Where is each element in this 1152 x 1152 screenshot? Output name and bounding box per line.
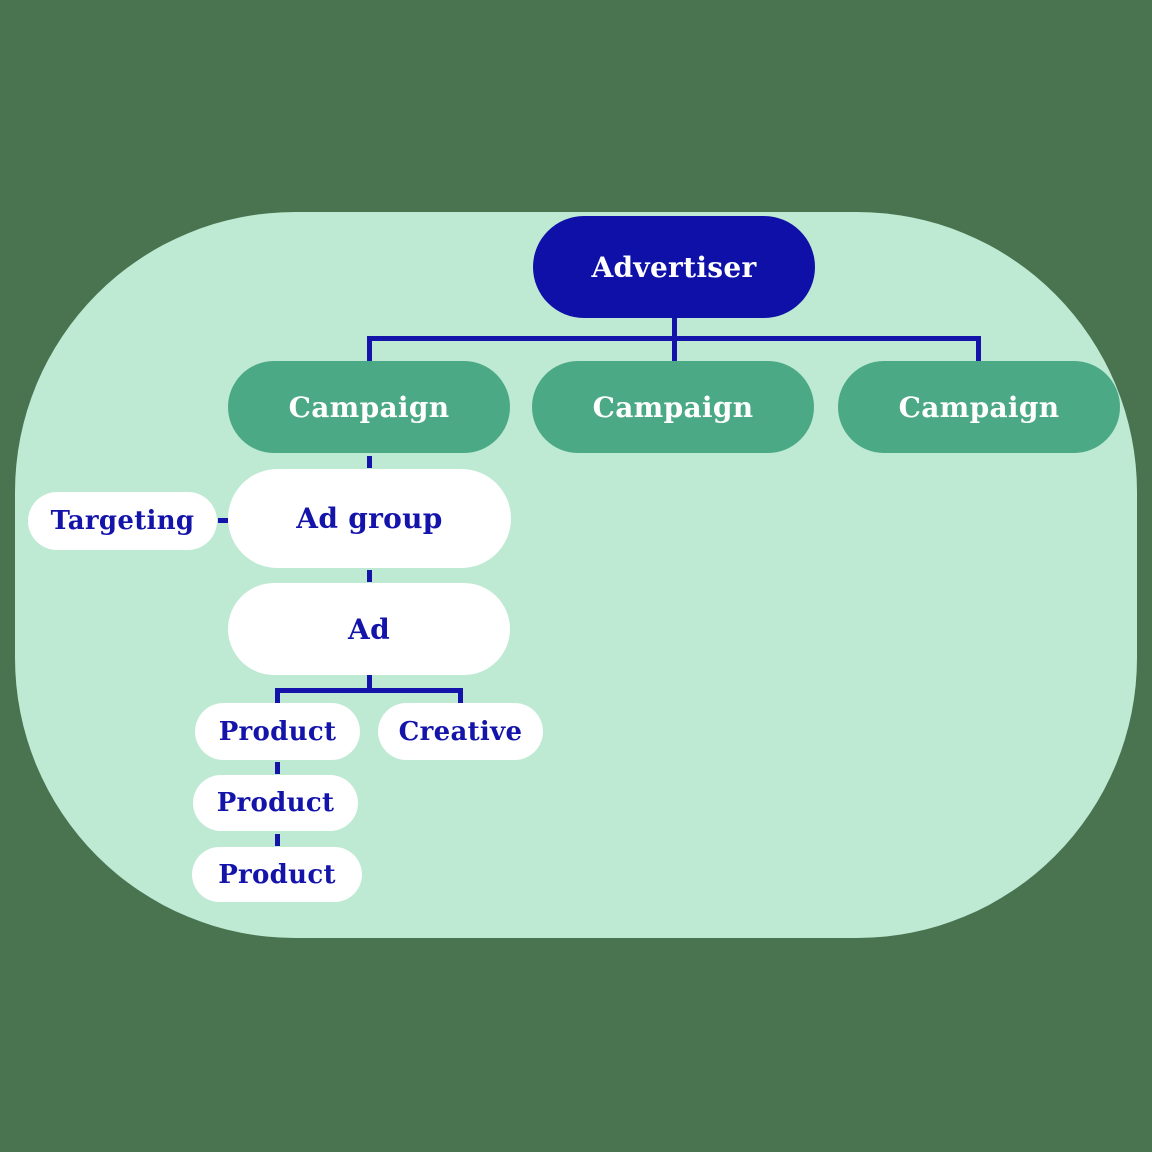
connector-drop-campaign-3 [976,336,981,362]
node-targeting: Targeting [28,492,217,550]
connector-product2-product3 [275,834,280,846]
connector-product1-product2 [275,762,280,774]
connector-drop-product [275,688,280,703]
connector-campaign-adgroup [367,456,372,468]
node-campaign-2: Campaign [532,361,814,453]
node-ad-group: Ad group [228,469,511,568]
connector-targeting-adgroup [218,518,228,523]
connector-ad-children-bar [275,688,463,693]
connector-drop-campaign-2 [672,336,677,362]
connector-adgroup-ad [367,570,372,582]
node-product-3: Product [192,847,362,902]
connector-drop-campaign-1 [367,336,372,362]
node-advertiser: Advertiser [533,216,815,318]
node-ad: Ad [228,583,510,675]
connector-drop-creative [458,688,463,703]
diagram-panel [15,212,1137,938]
node-product-2: Product [193,775,358,831]
node-creative: Creative [378,703,543,760]
connector-ad-stem [367,674,372,693]
connector-advertiser-stem [672,315,677,341]
node-campaign-1: Campaign [228,361,510,453]
node-campaign-3: Campaign [838,361,1120,453]
node-product-1: Product [195,703,360,760]
